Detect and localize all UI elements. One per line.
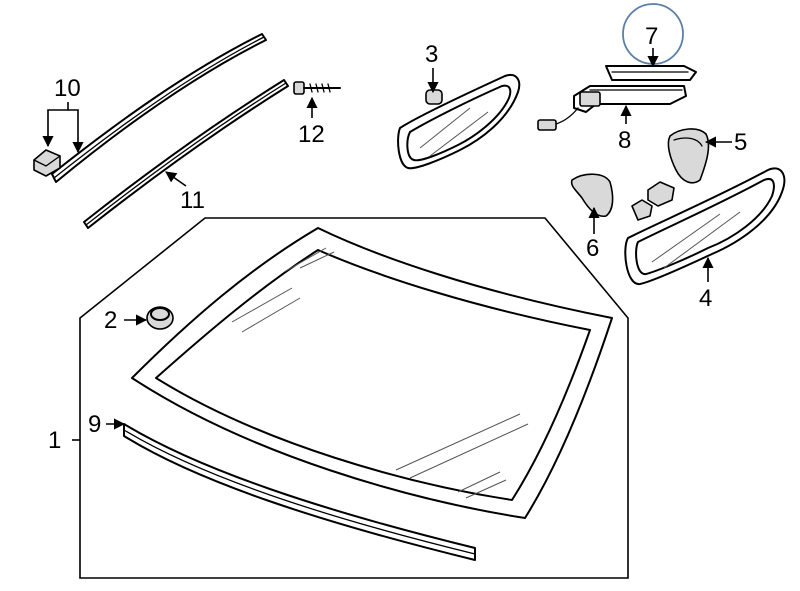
screw-fastener [293,81,341,95]
callout-5: 5 [734,129,747,156]
rearview-mirror-3 [397,74,521,170]
callout-1: 1 [48,427,61,454]
callout-4: 4 [699,285,712,312]
callout-11: 11 [180,187,205,214]
callout-8: 8 [618,127,631,154]
callout-7: 7 [645,23,658,50]
grommet-clip [146,306,174,330]
callout-3: 3 [425,41,438,68]
roof-molding-lower [83,79,289,229]
rearview-mirror-4 [624,167,786,285]
assembly-box [79,217,629,579]
lower-molding-strip [123,423,476,561]
sensor-bracket-8 [537,85,687,131]
sensor-pad-7 [605,65,697,81]
roof-molding-upper [51,33,267,183]
molding-clip [33,149,61,177]
callout-9: 9 [88,411,101,438]
callout-2: 2 [104,307,117,334]
leader-lines [42,48,732,441]
callout-12: 12 [298,121,325,148]
mirror-cover-5 [667,128,710,184]
windshield-glass [131,227,613,519]
callout-10: 10 [54,75,81,102]
callout-6: 6 [586,235,599,262]
mirror-cover-6 [570,173,614,218]
